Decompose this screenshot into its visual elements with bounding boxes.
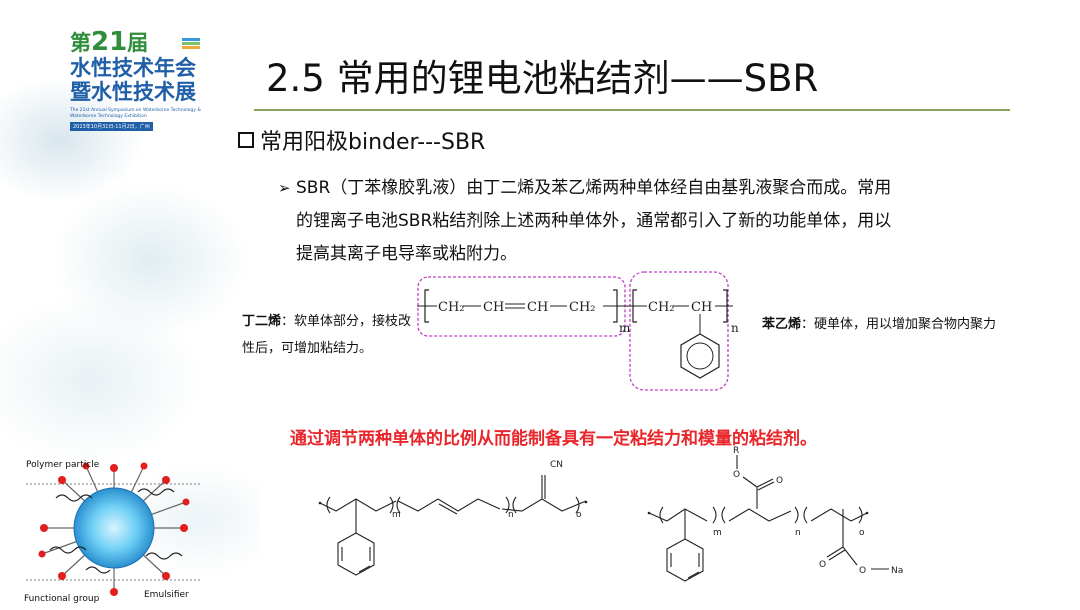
section-heading: 常用阳极binder---SBR xyxy=(238,124,485,156)
highlight-statement: 通过调节两种单体的比例从而能制备具有一定粘结力和模量的粘结剂。 xyxy=(290,429,817,449)
logo-mark-icon xyxy=(182,38,200,49)
paragraph-line: 的锂离子电池SBR粘结剂除上述两种单体外，通常都引入了新的功能单体，用以 xyxy=(296,211,892,231)
particle-illustration xyxy=(26,462,202,596)
square-bullet-icon xyxy=(238,132,254,148)
subscript-m: m xyxy=(619,321,631,335)
paragraph-line: SBR（丁苯橡胶乳液）由丁二烯及苯乙烯两种单体经自由基乳液聚合而成。常用 xyxy=(296,178,892,198)
title-divider xyxy=(254,109,1010,111)
subscript-n: n xyxy=(731,321,739,335)
oxygen-label: O xyxy=(859,566,866,576)
logo-line2: 水性技术年会 xyxy=(70,56,196,80)
oxygen-label: O xyxy=(733,470,740,480)
copolymer-structure-right: R O O O O Na m n o xyxy=(647,446,903,582)
oxygen-label: O xyxy=(819,560,826,570)
subscript-o: o xyxy=(859,528,865,538)
ch-label: CH xyxy=(527,300,548,315)
styrene-label: 苯乙烯：硬单体，用以增加聚合物内聚力 xyxy=(762,317,997,332)
subscript-m: m xyxy=(713,528,722,538)
logo-line1: 第21届 xyxy=(70,27,149,57)
logo-date: 2023年10月31日-11月2日，广州 xyxy=(70,122,153,131)
emulsifier-label: Emulsifier xyxy=(144,590,189,600)
oxygen-label: O xyxy=(776,476,783,486)
ch2-label: CH₂ xyxy=(438,300,465,315)
logo-line3: 暨水性技术展 xyxy=(70,80,196,104)
subscript-o: o xyxy=(576,510,582,520)
butadiene-label: 丁二烯：软单体部分，接枝改性后，可增加粘结力。 xyxy=(242,314,412,356)
ch2-label: CH₂ xyxy=(569,300,596,315)
logo-english: The 21st Annual Symposium on Waterborne … xyxy=(70,108,201,119)
functional-group-label: Functional group xyxy=(24,594,100,604)
event-logo: 第21届 水性技术年会 暨水性技术展 The 21st Annual Sympo… xyxy=(70,27,210,140)
paragraph-line: 提高其离子电导率或粘附力。 xyxy=(296,244,517,264)
subscript-n: n xyxy=(508,510,514,520)
description-paragraph: ➢ SBR（丁苯橡胶乳液）由丁二烯及苯乙烯两种单体经自由基乳液聚合而成。常用 的… xyxy=(278,172,1008,271)
sbr-structure-diagram: CH₂ CH CH CH₂ m CH₂ CH n xyxy=(417,271,739,391)
polymer-particle-label: Polymer particle xyxy=(26,460,100,470)
page-title: 2.5 常用的锂电池粘结剂——SBR xyxy=(266,57,819,100)
subscript-n: n xyxy=(795,528,801,538)
styrene-highlight-box xyxy=(629,271,729,391)
cn-label: CN xyxy=(550,460,563,470)
r-label: R xyxy=(733,446,739,456)
ch-label: CH xyxy=(691,300,712,315)
ch2-label: CH₂ xyxy=(648,300,675,315)
ch-label: CH xyxy=(483,300,504,315)
sodium-label: Na xyxy=(891,566,903,576)
copolymer-structure-left: CN m n o xyxy=(318,460,588,576)
subscript-m: m xyxy=(392,510,401,520)
polymer-particle-diagram: Polymer particle Functional group Emulsi… xyxy=(24,458,202,606)
arrow-bullet-icon: ➢ xyxy=(278,179,291,197)
